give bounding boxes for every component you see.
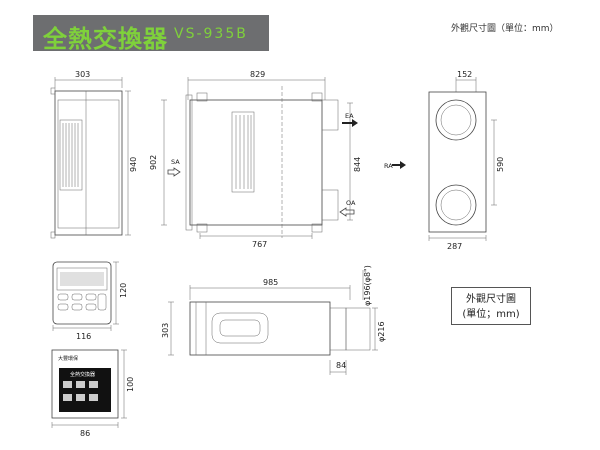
- side-height-label: 940: [129, 157, 138, 172]
- front-height-right-label: 844: [353, 157, 362, 172]
- side-grille: [62, 123, 79, 187]
- controller-small: 120 116: [52, 261, 128, 341]
- front-view: 829 902 844: [149, 70, 362, 249]
- end-view: 152 590 287 RA: [384, 70, 505, 251]
- panel-screen: [59, 368, 111, 412]
- controller-panel: 大豐環保 全熱交換器 100 86: [51, 349, 135, 438]
- port-spacing-label: 590: [496, 157, 505, 172]
- end-top-width-label: 152: [457, 70, 472, 79]
- product-title: 全熱交換器: [43, 25, 168, 53]
- title-banner: 全熱交換器 VS-935B: [33, 15, 269, 53]
- panel-screen-title: 全熱交換器: [70, 371, 95, 378]
- legend-line-1: 外觀尺寸圖: [466, 294, 516, 305]
- front-grille: [235, 115, 252, 189]
- front-bottom-width-label: 767: [252, 240, 267, 249]
- side-width-label: 303: [75, 70, 90, 79]
- controller-small-width-label: 116: [76, 332, 91, 341]
- panel-width-label: 86: [80, 429, 90, 438]
- controller-small-height-label: 120: [119, 283, 128, 298]
- ra-label: RA: [384, 162, 393, 170]
- top-length-label: 985: [263, 278, 278, 287]
- front-height-left-label: 902: [149, 155, 158, 170]
- top-view: 985 φ196(φ8") φ216 303 84: [161, 265, 386, 375]
- ea-label: EA: [345, 112, 354, 120]
- oa-label: OA: [346, 199, 356, 207]
- unit-legend-box: 外觀尺寸圖 (單位；mm): [451, 287, 531, 325]
- front-width-label: 829: [250, 70, 265, 79]
- collar-label: 84: [336, 361, 346, 370]
- panel-brand: 大豐環保: [58, 355, 78, 362]
- side-view: 303 940: [50, 70, 138, 239]
- ea-arrow-icon: [342, 119, 358, 127]
- panel-height-label: 100: [126, 377, 135, 392]
- unit-note: 外觀尺寸圖（單位：mm）: [451, 24, 559, 34]
- ra-arrow-icon: [392, 161, 406, 169]
- end-bottom-width-label: 287: [447, 242, 462, 251]
- duct-inner-label: φ216: [377, 321, 386, 342]
- legend-line-2: (單位；mm): [462, 309, 520, 320]
- top-height-label: 303: [161, 323, 170, 338]
- sa-label: SA: [171, 158, 180, 166]
- oa-arrow-icon: [339, 207, 355, 217]
- model-number: VS-935B: [174, 26, 248, 42]
- sa-arrow-icon: [167, 167, 181, 177]
- duct-dia-label: φ196(φ8"): [363, 265, 372, 306]
